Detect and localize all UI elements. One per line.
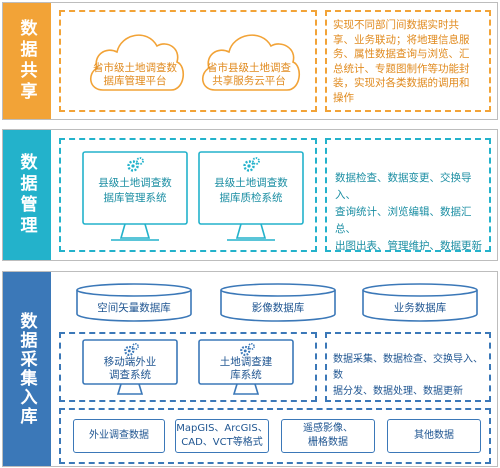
share-desc-line: 务、属性数据查询与浏览、汇 bbox=[333, 48, 470, 60]
monitor-collect-1-line2: 调查系统 bbox=[109, 369, 151, 381]
source-gis-formats: MapGIS、ArcGIS、 CAD、VCT等格式 bbox=[175, 419, 269, 453]
share-layer: 数据共享 省市级土地调查数 据库管理平台 省市县级土地调查 共享服务云平台 实现… bbox=[2, 2, 498, 120]
monitor-system-2-line2: 据库质检系统 bbox=[219, 192, 283, 204]
cloud-icon bbox=[202, 34, 300, 91]
monitor-collect-2-line2: 库系统 bbox=[230, 369, 262, 381]
database-cylinder-1-label: 空间矢量数据库 bbox=[97, 302, 171, 314]
gear-icon bbox=[124, 342, 139, 356]
monitor-system-2: 县级土地调查数 据库质检系统 bbox=[197, 150, 305, 246]
manage-systems-box: 县级土地调查数 据库管理系统 县级土地调查数 据库质检系统 bbox=[59, 138, 317, 252]
cloud-platform-2-line2: 共享服务云平台 bbox=[212, 75, 286, 87]
source-remote-sensing: 遥感影像、 栅格数据 bbox=[281, 419, 375, 453]
data-sources-box: 外业调查数据 MapGIS、ArcGIS、 CAD、VCT等格式 遥感影像、 栅… bbox=[59, 408, 491, 464]
monitor-system-2-line1: 县级土地调查数 bbox=[214, 177, 288, 189]
database-cylinder-3-label: 业务数据库 bbox=[393, 302, 447, 314]
source-remote-sensing-line1: 遥感影像、 bbox=[303, 423, 353, 434]
database-icon bbox=[362, 283, 478, 322]
monitor-system-1-line2: 据库管理系统 bbox=[103, 192, 167, 204]
share-description-box: 实现不同部门间数据实时共 享、业务联动；将地理信息服 务、属性数据查询与浏览、汇… bbox=[325, 10, 491, 112]
share-desc-line: 实现不同部门间数据实时共 bbox=[333, 19, 459, 31]
collect-description-box: 数据采集、数据检查、交换导入、数 据分发、数据处理、数据更新 bbox=[325, 332, 491, 402]
share-desc-line: 操作 bbox=[333, 91, 354, 104]
cloud-platform-1-line1: 省市级土地调查数 bbox=[93, 62, 177, 74]
database-cylinder-1: 空间矢量数据库 bbox=[75, 282, 193, 324]
cloud-platform-2: 省市县级土地调查 共享服务云平台 bbox=[195, 22, 303, 102]
database-cylinder-3: 业务数据库 bbox=[361, 282, 479, 324]
collect-systems-box: 移动端外业 调查系统 土地调查建 库系统 bbox=[59, 332, 317, 402]
database-cylinder-2-label: 影像数据库 bbox=[251, 302, 305, 314]
monitor-system-1-line1: 县级土地调查数 bbox=[98, 177, 172, 189]
database-cylinder-2: 影像数据库 bbox=[219, 282, 337, 324]
source-remote-sensing-line2: 栅格数据 bbox=[308, 437, 348, 448]
source-gis-formats-line2: CAD、VCT等格式 bbox=[181, 437, 263, 448]
source-other: 其他数据 bbox=[387, 419, 481, 453]
cloud-platform-1: 省市级土地调查数 据库管理平台 bbox=[83, 22, 187, 102]
manage-layer: 数据管理 县级土地调查数 据库管理系统 bbox=[2, 129, 498, 261]
share-desc-line: 享、业务联动；将地理信息服 bbox=[333, 33, 470, 46]
share-desc-line: 总统计、专题图制作等功能封 bbox=[333, 62, 470, 75]
share-layer-label: 数据共享 bbox=[3, 3, 51, 119]
cloud-platform-1-line2: 据库管理平台 bbox=[103, 75, 167, 87]
monitor-icon bbox=[82, 151, 188, 241]
gear-icon bbox=[240, 342, 255, 356]
database-icon bbox=[220, 283, 336, 322]
cloud-platform-2-line1: 省市县级土地调查 bbox=[207, 62, 291, 74]
collect-layer: 数据采集入库 空间矢量数据库 影像数据库 业务数据库 bbox=[2, 271, 498, 467]
monitor-icon bbox=[198, 151, 304, 241]
collect-desc-line: 据分发、数据处理、数据更新 bbox=[333, 386, 463, 397]
collect-desc-line: 数据采集、数据检查、交换导入、数 bbox=[333, 354, 483, 381]
gear-icon bbox=[243, 157, 260, 172]
monitor-icon bbox=[82, 339, 178, 395]
gear-icon bbox=[127, 157, 144, 172]
manage-desc-line: 出图出表、管理维护、数据更新 bbox=[335, 240, 482, 252]
monitor-system-1: 县级土地调查数 据库管理系统 bbox=[81, 150, 189, 246]
cloud-icon bbox=[90, 34, 184, 91]
source-other-label: 其他数据 bbox=[414, 430, 454, 441]
database-icon bbox=[76, 283, 192, 322]
share-desc-line: 装，实现对各类数据的调用和 bbox=[333, 77, 470, 89]
monitor-collect-2: 土地调查建 库系统 bbox=[197, 338, 295, 398]
monitor-icon bbox=[198, 339, 294, 395]
source-field-survey: 外业调查数据 bbox=[73, 419, 165, 453]
monitor-collect-1: 移动端外业 调查系统 bbox=[81, 338, 179, 398]
manage-layer-label: 数据管理 bbox=[3, 130, 51, 260]
manage-desc-line: 数据检查、数据变更、交换导入、 bbox=[335, 172, 472, 201]
monitor-collect-1-line1: 移动端外业 bbox=[103, 356, 157, 368]
manage-description-box: 数据检查、数据变更、交换导入、 查询统计、浏览编辑、数据汇总、 出图出表、管理维… bbox=[325, 138, 491, 252]
source-gis-formats-line1: MapGIS、ArcGIS、 bbox=[176, 423, 268, 434]
monitor-collect-2-line1: 土地调查建 bbox=[219, 356, 273, 368]
collect-layer-label: 数据采集入库 bbox=[3, 272, 51, 466]
manage-desc-line: 查询统计、浏览编辑、数据汇总、 bbox=[335, 206, 472, 235]
source-field-survey-label: 外业调查数据 bbox=[89, 430, 149, 441]
share-platform-box: 省市级土地调查数 据库管理平台 省市县级土地调查 共享服务云平台 bbox=[59, 10, 317, 112]
